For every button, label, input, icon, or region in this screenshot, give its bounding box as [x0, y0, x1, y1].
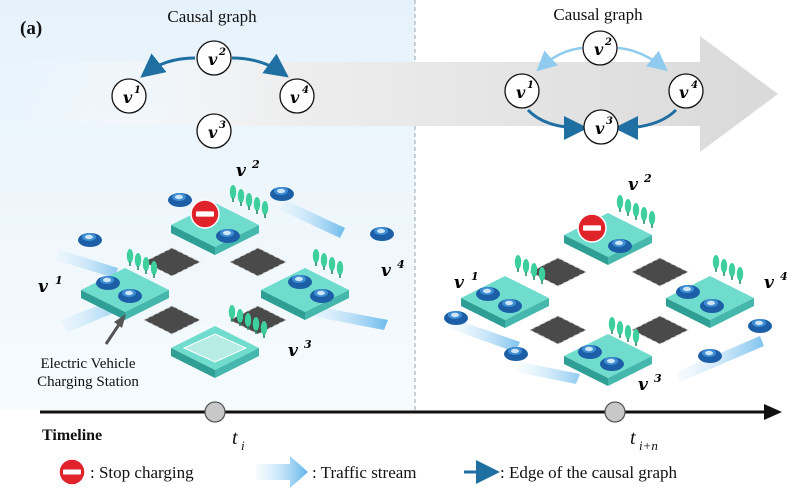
traffic-stream	[306, 305, 388, 330]
svg-text:1: 1	[527, 80, 534, 91]
svg-text:: Stop charging: : Stop charging	[90, 463, 194, 482]
svg-text:i: i	[241, 438, 245, 453]
left-station-label-v4: v 4	[381, 258, 405, 281]
panel-label: (a)	[20, 18, 42, 39]
timeline-marker-tin	[604, 401, 626, 423]
svg-text:3: 3	[654, 372, 662, 385]
svg-text:: Edge of the causal graph: : Edge of the causal graph	[500, 463, 678, 482]
right-edge-v4-v3	[614, 108, 678, 140]
left-station-label-v3: v 3	[288, 338, 312, 361]
ev-charging-pad	[182, 333, 248, 363]
left-node-v1: v 1	[111, 78, 147, 114]
svg-text:v: v	[38, 277, 49, 297]
svg-text:4: 4	[780, 270, 788, 283]
timeline-label: Timeline	[42, 427, 102, 444]
left-graph-title: Causal graph	[167, 7, 257, 26]
timeline-ti-label: t i	[232, 427, 245, 453]
right-station-label-v1: v 1	[454, 270, 479, 293]
legend-edge: : Edge of the causal graph	[464, 460, 678, 484]
left-edge-v2-v4	[231, 53, 289, 78]
svg-text:1: 1	[134, 85, 141, 96]
timeline-marker-ti	[204, 401, 226, 423]
left-node-v3: v 3	[196, 113, 232, 149]
traffic-stream	[56, 250, 118, 278]
traffic-stream	[280, 200, 345, 238]
left-node-v2: v 2	[196, 40, 232, 76]
svg-text:1: 1	[471, 270, 479, 283]
left-edge-v2-v1	[140, 53, 196, 78]
svg-text:v: v	[288, 341, 299, 361]
ev-station-label-line2: Charging Station	[37, 374, 139, 390]
left-node-v4: v 4	[279, 78, 315, 114]
svg-text:v: v	[290, 88, 300, 107]
right-node-v2: v 2	[582, 30, 618, 66]
timeline-arrowhead	[764, 404, 782, 420]
svg-text:v: v	[594, 40, 604, 59]
right-station-label-v3: v 3	[638, 372, 662, 395]
svg-text:v: v	[595, 119, 605, 138]
svg-text:v: v	[236, 161, 247, 181]
ev-pointer-arrowhead	[114, 314, 126, 328]
svg-text:v: v	[764, 273, 775, 293]
right-node-v4: v 4	[668, 73, 704, 109]
svg-text:i+n: i+n	[639, 438, 658, 453]
right-graph-title: Causal graph	[553, 5, 643, 24]
svg-text:t: t	[232, 427, 238, 449]
ev-station-label-line1: Electric Vehicle	[40, 356, 135, 372]
right-edge-v1-v3	[526, 108, 588, 140]
svg-text:v: v	[208, 123, 218, 142]
svg-text:v: v	[208, 50, 218, 69]
svg-text:2: 2	[643, 172, 652, 185]
svg-text:4: 4	[397, 258, 405, 271]
svg-text:2: 2	[251, 158, 260, 171]
legend-stop: : Stop charging	[58, 458, 194, 486]
right-edge-v2-v1	[536, 46, 583, 72]
svg-text:4: 4	[302, 85, 309, 96]
svg-text:v: v	[123, 88, 133, 107]
right-node-v1: v 1	[504, 73, 540, 109]
left-station-label-v1: v 1	[38, 274, 63, 297]
svg-text:1: 1	[55, 274, 63, 287]
timeline-tin-label: t i+n	[630, 427, 658, 453]
right-node-v3: v 3	[583, 109, 619, 145]
traffic-stream-icon	[256, 456, 308, 488]
svg-text:4: 4	[691, 80, 698, 91]
legend-traffic: : Traffic stream	[256, 456, 417, 488]
svg-text:: Traffic stream: : Traffic stream	[312, 463, 417, 482]
right-city-scene	[444, 195, 772, 386]
svg-text:2: 2	[218, 47, 226, 58]
traffic-stream	[516, 362, 580, 384]
svg-text:v: v	[454, 273, 465, 293]
svg-text:2: 2	[604, 37, 612, 48]
right-station-label-v2: v 2	[628, 172, 652, 195]
right-edge-v2-v4	[617, 46, 668, 72]
left-station-label-v2: v 2	[236, 158, 260, 181]
left-city-scene	[56, 185, 394, 378]
svg-text:v: v	[638, 375, 649, 395]
right-station-label-v4: v 4	[764, 270, 788, 293]
svg-text:3: 3	[606, 116, 613, 127]
svg-text:v: v	[628, 175, 639, 195]
svg-text:v: v	[381, 261, 392, 281]
svg-text:v: v	[516, 83, 526, 102]
svg-text:v: v	[679, 83, 689, 102]
svg-text:3: 3	[304, 338, 312, 351]
svg-text:t: t	[630, 427, 636, 449]
svg-text:3: 3	[219, 120, 226, 131]
traffic-stream	[448, 318, 520, 352]
